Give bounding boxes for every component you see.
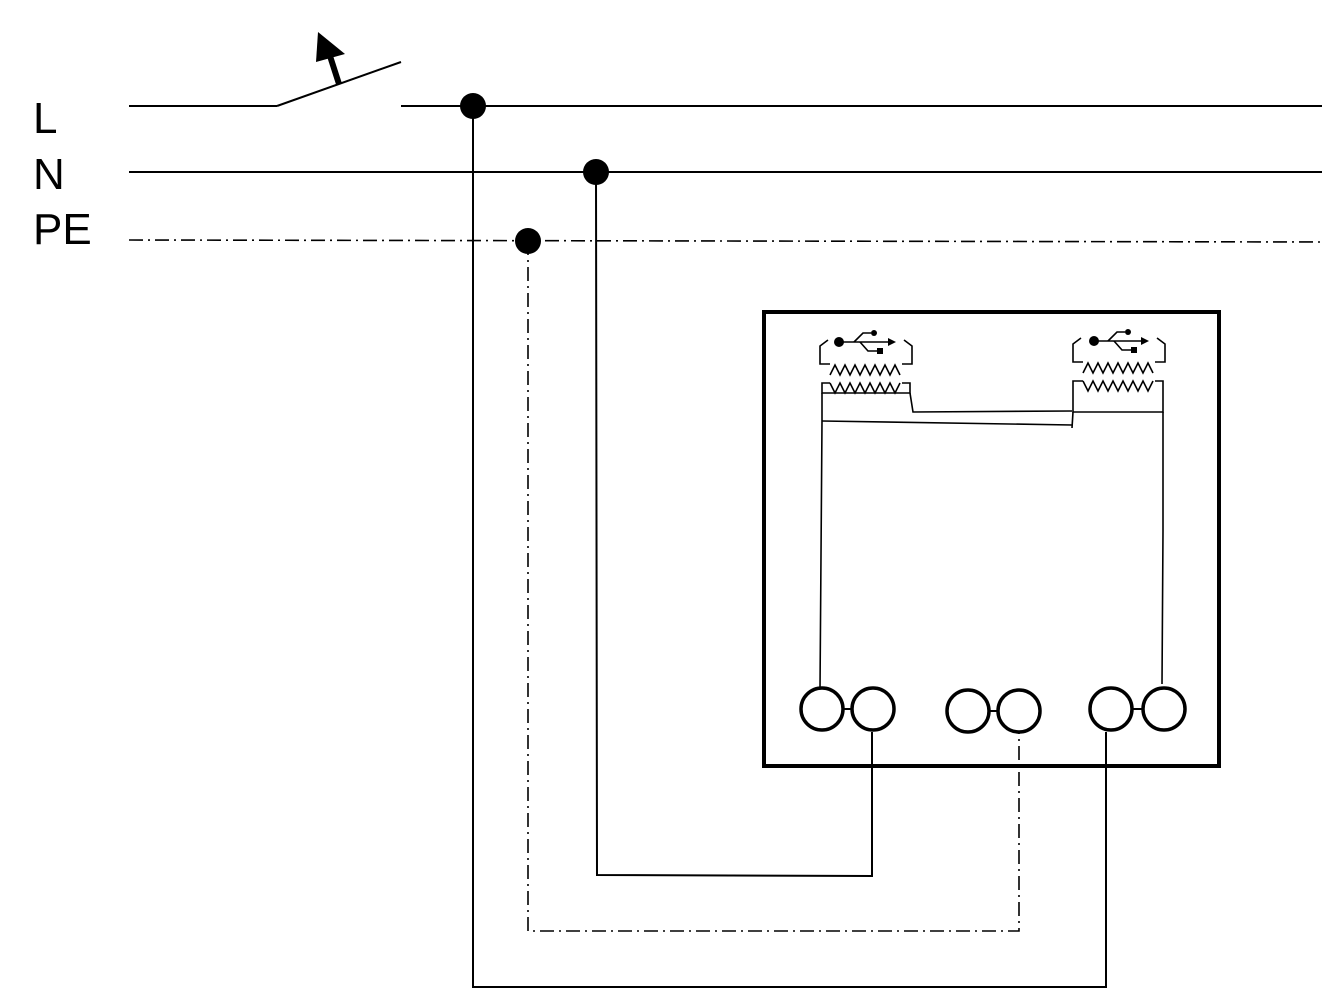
usb-icon [834, 330, 896, 354]
module-link-wire [821, 420, 1073, 426]
pe-bus [128, 239, 1323, 243]
transformer-icon [1072, 337, 1166, 413]
terminal-block-left [799, 686, 896, 732]
usb-socket-housing [762, 310, 1221, 768]
switch-icon [276, 32, 402, 107]
label-l: L [33, 94, 57, 143]
label-pe: PE [33, 205, 92, 254]
terminal-block-middle [945, 688, 1042, 734]
pe-drop-wire [527, 241, 1020, 932]
label-n: N [33, 150, 65, 199]
terminal-block-right [1088, 686, 1187, 732]
usb-module-left [819, 330, 1073, 691]
usb-module-right [1071, 329, 1166, 685]
transformer-icon [819, 339, 913, 395]
l-drop-wire [472, 106, 1107, 988]
usb-icon [1089, 329, 1149, 353]
n-drop-wire [595, 171, 873, 878]
